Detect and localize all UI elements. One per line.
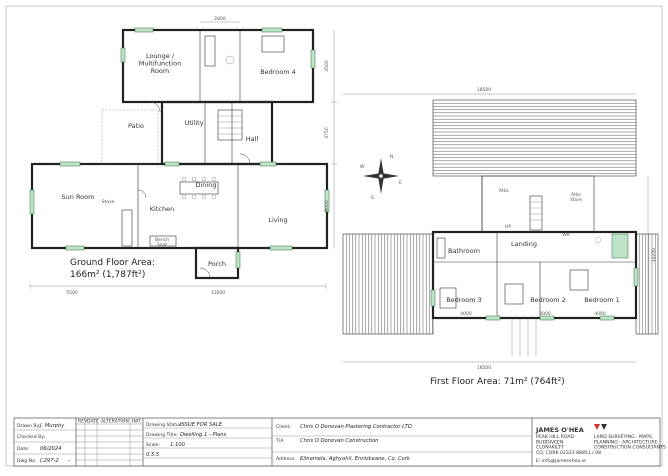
tb-address-label: Address:	[276, 456, 296, 462]
gf-room-kitchen: Kitchen	[150, 205, 174, 213]
bench-seat-shape	[149, 235, 177, 247]
north-label-s: S	[371, 195, 374, 201]
gf-doors	[137, 101, 251, 279]
gf-room-sun-room: Sun Room	[62, 193, 95, 201]
bedroom4-bed	[261, 35, 285, 53]
ff-roof-upper	[432, 99, 637, 177]
kitchen-units	[121, 209, 133, 247]
gf-area-value: 166m² (1,787ft²)	[70, 270, 145, 280]
gf-room-bedroom4: Bedroom 4	[260, 68, 296, 76]
north-arrow-icon	[363, 158, 399, 194]
tb-date: 06/2024	[40, 446, 62, 452]
gf-room-hall: Hall	[246, 135, 259, 143]
ff-label-attic: Attic	[499, 188, 510, 194]
tb-rev-header-rev: REV	[78, 419, 88, 425]
north-label-w: W	[360, 164, 365, 170]
ff-dim-b1: 4000	[594, 311, 606, 317]
gf-room-porch: Porch	[208, 260, 226, 268]
tb-title-label: Drawing Title:	[146, 432, 178, 438]
patio-outline	[101, 109, 159, 165]
tb-company-email: E: info@jamesohea.ie	[536, 458, 586, 464]
tb-scale-label: Scale:	[146, 442, 160, 448]
gf-dim-right-upper: 4500	[324, 60, 330, 72]
tb-rev-header-init: INIT	[132, 419, 141, 425]
ff-area-label: First Floor Area: 71m² (764ft²)	[430, 377, 565, 387]
gf-stair	[217, 109, 243, 141]
ff-dim-b2: 4000	[539, 311, 551, 317]
title-block	[13, 417, 661, 467]
tb-date-label: Date:	[17, 446, 30, 452]
gf-dim-top: 2800	[214, 16, 226, 22]
north-label-n: N	[390, 154, 393, 160]
tb-scale: 1:100	[170, 442, 186, 448]
ff-label-wr: WR	[562, 232, 570, 238]
company-logo-icon	[594, 424, 607, 430]
gf-dim-right-lower: 6000	[324, 200, 330, 212]
gf-room-utility: Utility	[184, 119, 203, 127]
first-floor-plan	[342, 93, 659, 363]
tb-address: Kilnamela, Aghyohil, Enniskeane, Co. Cor…	[300, 456, 411, 462]
ff-room-bedroom1: Bedroom 1	[584, 296, 620, 304]
ff-room-landing: Landing	[511, 240, 537, 248]
dining-table	[179, 176, 219, 200]
tb-dwg-no: C297-2	[40, 458, 59, 464]
tb-dwg-label: Dwg No:	[17, 458, 37, 464]
tb-drawn-by: J. Murphy	[39, 423, 65, 429]
ff-room-bathroom: Bathroom	[448, 247, 480, 255]
ground-floor-plan	[29, 21, 337, 289]
ff-dim-b3: 4000	[460, 311, 472, 317]
tb-rev-header-date: DATE	[87, 419, 99, 425]
gf-label-stove: Stove	[102, 199, 115, 205]
tb-client: Chris O Donovan Plastering Contractor LT…	[300, 424, 412, 430]
tb-sheet: 0.5.5	[146, 452, 160, 458]
gf-room-dining: Dining	[196, 181, 217, 189]
gf-area-title: Ground Floor Area:	[70, 258, 155, 268]
gf-room-patio: Patio	[128, 122, 144, 130]
tb-title: Dwelling 1 - Plans	[180, 432, 226, 438]
tb-drawn-by-label: Drawn By:	[17, 423, 41, 429]
gf-windows	[29, 27, 330, 269]
ff-label-hp: HP	[505, 224, 511, 230]
tb-rev: -	[68, 458, 70, 464]
tb-ta: Chris O Donovan Construction	[300, 438, 378, 444]
ff-attic	[481, 175, 595, 233]
tb-status: ISSUE FOR SALE	[180, 422, 223, 428]
ff-room-bedroom2: Bedroom 2	[530, 296, 566, 304]
tb-company: JAMES O'HEA	[535, 426, 584, 434]
tb-ta-label: T/A	[275, 438, 284, 444]
tb-status-label: Drawing Status:	[146, 422, 183, 428]
gf-dim-bottom-left: 5500	[66, 290, 78, 296]
ff-dim-right: 14250	[651, 248, 657, 262]
tb-rev-header-alt: ALTERATION	[101, 419, 129, 425]
ff-external-steps	[511, 318, 537, 356]
gf-main-block-walls	[30, 162, 329, 250]
north-label-e: E	[399, 180, 402, 186]
ff-stair	[529, 195, 543, 231]
ff-room-bedroom3: Bedroom 3	[446, 296, 482, 304]
gf-dim-right-mid: 3750	[324, 127, 330, 139]
ff-dim-top: 18500	[477, 87, 491, 93]
gf-middle-walls	[160, 100, 274, 166]
tb-checked-by-label: Checked By:	[17, 434, 46, 440]
gf-dim-bottom-total: 13000	[211, 290, 225, 296]
tb-client-label: Client:	[276, 424, 291, 430]
gf-room-living: Living	[268, 216, 287, 224]
ff-dim-bottom: 18500	[477, 365, 491, 371]
